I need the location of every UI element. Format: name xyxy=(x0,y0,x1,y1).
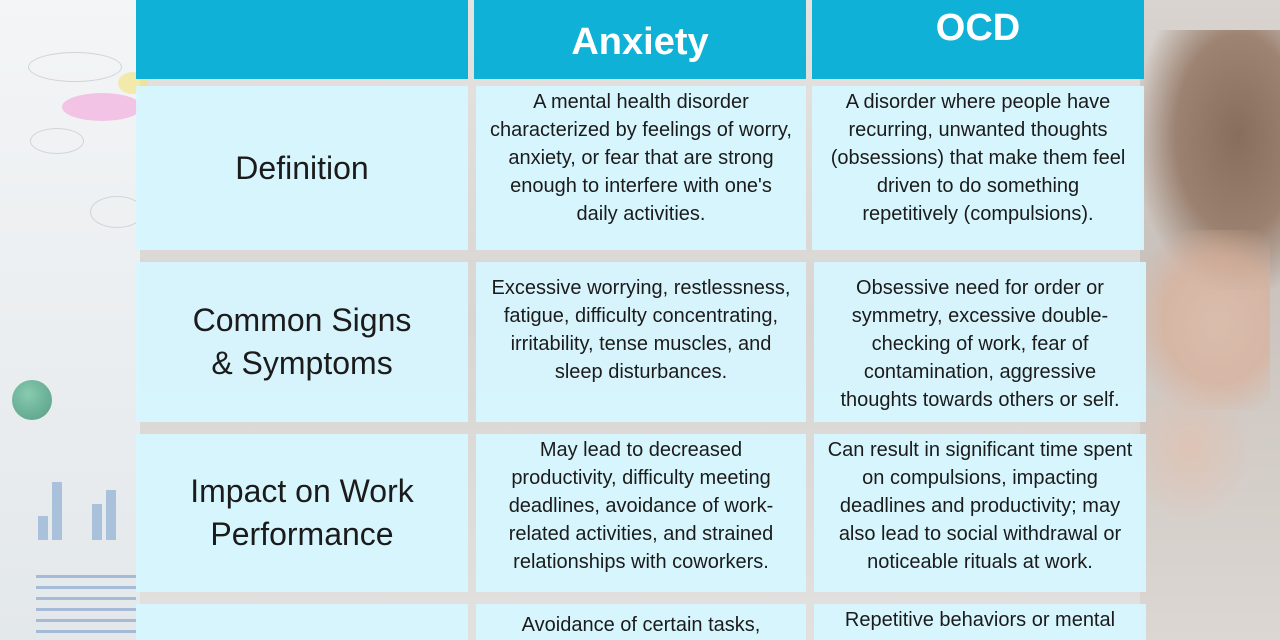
cell-anxiety-work: May lead to decreased productivity, diff… xyxy=(476,434,806,592)
row-label-definition: Definition xyxy=(136,86,468,250)
row-label-line: & Symptoms xyxy=(211,345,393,381)
row-label-line: Definition xyxy=(235,149,369,186)
row-label-signs-symptoms: Common Signs & Symptoms xyxy=(136,262,468,422)
person-hand xyxy=(1130,380,1250,520)
row-label-work-impact: Impact on Work Performance xyxy=(136,434,468,592)
cell-ocd-partial: Repetitive behaviors or mental xyxy=(814,604,1146,640)
sticky-note-pink xyxy=(62,93,142,121)
cell-text: Excessive worrying, restlessness, fatigu… xyxy=(491,277,791,383)
header-ocd: OCD xyxy=(812,0,1144,79)
mindmap-bubble xyxy=(30,128,84,154)
cell-text: May lead to decreased productivity, diff… xyxy=(508,439,774,573)
row-label-line: Performance xyxy=(210,516,394,552)
row-label-partial xyxy=(136,604,468,640)
bar-chart-decoration xyxy=(30,460,130,540)
header-blank xyxy=(136,0,468,79)
cell-ocd-definition: A disorder where people have recurring, … xyxy=(812,86,1144,250)
row-label-line: Common Signs xyxy=(192,302,412,338)
mindmap-bubble xyxy=(28,52,122,82)
document-stripes xyxy=(36,575,136,640)
cell-anxiety-definition: A mental health disorder characterized b… xyxy=(476,86,806,250)
pushpin-icon xyxy=(12,380,52,420)
cell-ocd-symptoms: Obsessive need for order or symmetry, ex… xyxy=(814,262,1146,422)
cell-text: A mental health disorder characterized b… xyxy=(490,91,792,225)
cell-anxiety-symptoms: Excessive worrying, restlessness, fatigu… xyxy=(476,262,806,422)
cell-text: Repetitive behaviors or mental xyxy=(844,609,1116,631)
cell-ocd-work: Can result in significant time spent on … xyxy=(814,434,1146,592)
cell-text: Avoidance of certain tasks, xyxy=(521,614,761,636)
cell-text: A disorder where people have recurring, … xyxy=(830,91,1126,225)
cell-anxiety-partial: Avoidance of certain tasks, xyxy=(476,604,806,640)
header-anxiety: Anxiety xyxy=(474,0,806,79)
cell-text: Can result in significant time spent on … xyxy=(827,439,1133,573)
cell-text: Obsessive need for order or symmetry, ex… xyxy=(840,277,1120,411)
row-label-line: Impact on Work xyxy=(190,473,414,509)
